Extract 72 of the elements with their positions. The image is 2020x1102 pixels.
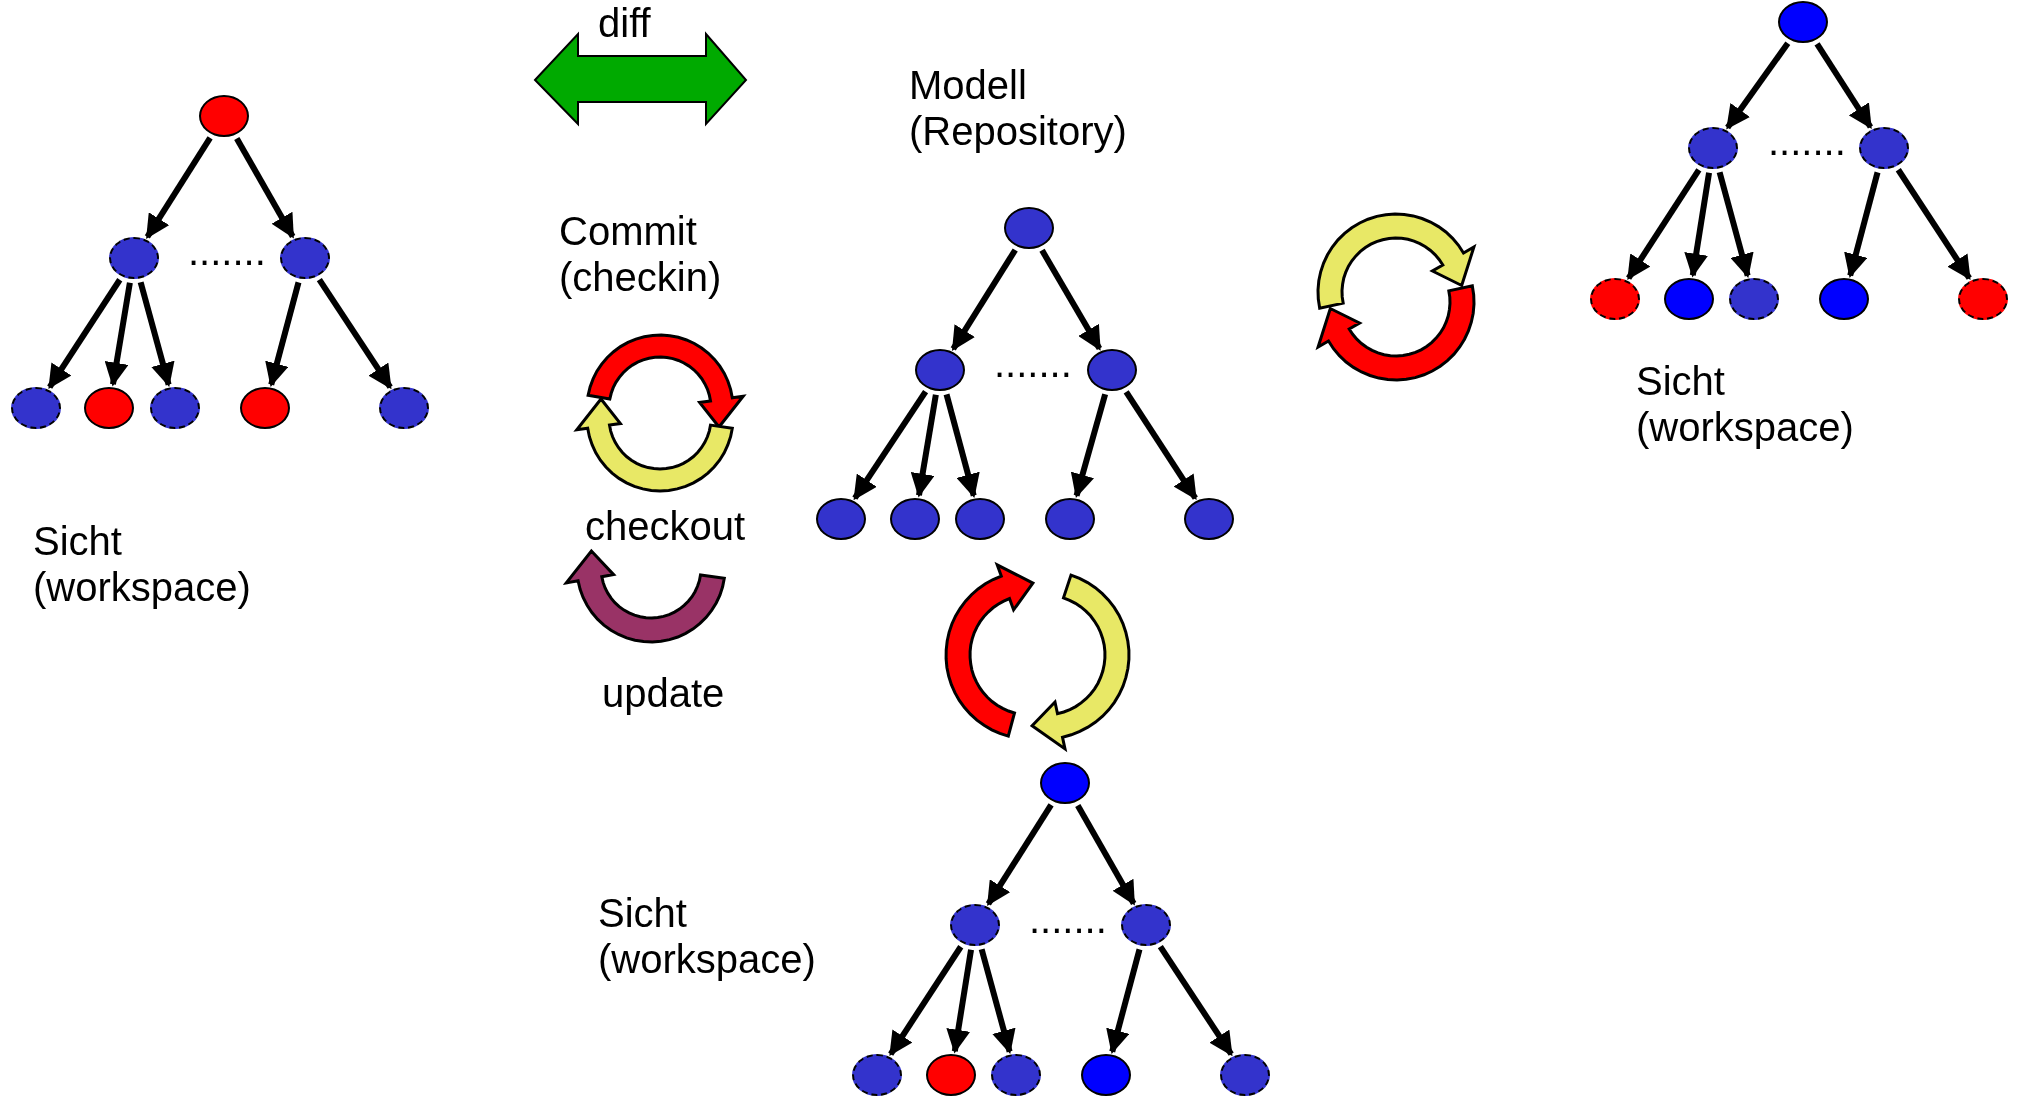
tree-node-circle: [1958, 278, 2008, 320]
arrow: [888, 945, 964, 1057]
arrow: [1684, 172, 1713, 278]
tree-node-circle: [991, 1054, 1041, 1096]
arrow: [265, 281, 302, 387]
tree-node-circle: [240, 387, 290, 429]
tree-node-circle: [1859, 127, 1909, 169]
arrow: [985, 803, 1054, 906]
tree-node-circle: [926, 1054, 976, 1096]
tree-node-circle: [1778, 1, 1828, 43]
arrow: [1075, 803, 1137, 906]
tree-node-circle: [1121, 904, 1171, 946]
ellipsis-dots: .......: [1029, 896, 1107, 942]
tree-node-circle: [1004, 207, 1054, 249]
tree-node-circle: [915, 349, 965, 391]
caption-text: Sicht (workspace): [1636, 358, 1855, 450]
caption-text: update: [602, 670, 726, 716]
tree-node-circle: [1688, 127, 1738, 169]
tree-node-circle: [1729, 278, 1779, 320]
tree-node-circle: [1081, 1054, 1131, 1096]
ellipsis-dots: .......: [188, 228, 266, 274]
tree-node-circle: [890, 498, 940, 540]
arrow: [1844, 171, 1881, 278]
arrow: [910, 394, 939, 498]
tree-node-circle: [379, 387, 429, 429]
tree-node-circle: [199, 95, 249, 137]
tree-node-circle: [1819, 278, 1869, 320]
arrow: [1895, 168, 1972, 281]
caption-text: checkout: [585, 503, 747, 549]
arrow: [1716, 171, 1754, 278]
arrow: [234, 136, 296, 239]
arrow: [1157, 945, 1234, 1057]
tree-node-circle: [109, 237, 159, 279]
tree-node-circle: [1045, 498, 1095, 540]
arrow: [943, 393, 980, 498]
arrow: [852, 390, 929, 501]
arrow: [47, 278, 123, 390]
tree-node-circle: [950, 904, 1000, 946]
arrow: [950, 248, 1018, 351]
caption-text: Sicht (workspace): [33, 518, 252, 610]
tree-node-circle: [1220, 1054, 1270, 1096]
tree-node-circle: [852, 1054, 902, 1096]
tree-node-circle: [955, 498, 1005, 540]
arrow: [1123, 390, 1198, 501]
arrow: [316, 278, 393, 390]
tree-node-circle: [84, 387, 134, 429]
arrow: [104, 282, 133, 387]
ellipsis-dots: .......: [994, 340, 1072, 386]
tree-node-circle: [1040, 762, 1090, 804]
arrow: [1814, 42, 1874, 129]
tree-node-circle: [11, 387, 61, 429]
arrow-label: diff: [598, 0, 651, 46]
heading-text: Modell (Repository): [909, 62, 1128, 154]
caption-text: Sicht (workspace): [598, 890, 817, 982]
tree-node-circle: [280, 237, 330, 279]
tree-node-circle: [1087, 349, 1137, 391]
tree-node-circle: [150, 387, 200, 429]
arrow: [1626, 168, 1702, 281]
arrow: [1725, 41, 1791, 130]
tree-node-circle: [1664, 278, 1714, 320]
arrow: [137, 281, 175, 387]
arrow: [1039, 248, 1103, 351]
tree-node-circle: [816, 498, 866, 540]
arrow: [1106, 948, 1143, 1054]
arrow: [946, 949, 974, 1054]
arrow: [978, 948, 1016, 1054]
arrow: [144, 136, 213, 239]
tree-node-circle: [1184, 498, 1234, 540]
tree-node-circle: [1590, 278, 1640, 320]
ellipsis-dots: .......: [1768, 118, 1846, 164]
arrow: [1070, 393, 1109, 498]
caption-text: Commit (checkin): [559, 208, 723, 300]
